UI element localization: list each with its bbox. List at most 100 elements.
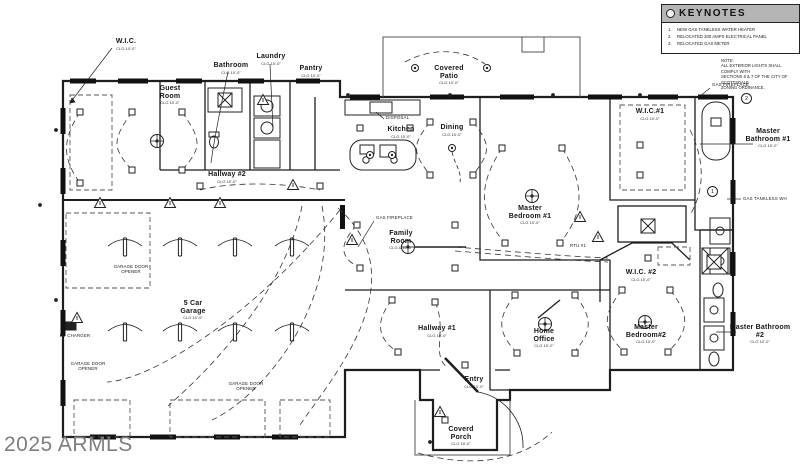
ceiling-note: CLG 10'-0" — [217, 178, 237, 184]
patio-porch-outline — [382, 36, 581, 456]
annotation-disposal: DISPOSAL — [386, 115, 410, 120]
room-name: Laundry — [256, 53, 286, 60]
pendant-light-icons — [366, 64, 491, 183]
keynote-number: 3. — [668, 40, 672, 46]
room-name: Covered Patio — [434, 65, 464, 80]
ceiling-note: CLG 10'-0" — [464, 383, 484, 389]
room-name: Master Bathroom #2 — [729, 324, 791, 339]
note-line: SECTIONS 6 & 7 OF THE CITY OF SCOTTSDALE — [721, 74, 788, 85]
ceiling-note: CLG 10'-0" — [427, 332, 447, 338]
wiring-arcs — [66, 51, 702, 462]
smoke-detector-icons — [71, 94, 604, 417]
ceiling-note: CLG 10'-0" — [631, 276, 651, 282]
kitchen-fixtures — [344, 99, 421, 171]
recessed-light-icons — [76, 108, 674, 424]
room-name: 5 Car Garage — [180, 300, 206, 315]
room-label-wic: W.I.C.CLG 10'-0" — [106, 38, 146, 51]
exterior-lights-note: NOTE: ALL EXTERIOR LIGHTS SHALL COMPLY W… — [721, 58, 799, 91]
ceiling-fan-icons — [150, 134, 652, 331]
keynote-text: NEW GAS TANKLESS WATER HEATER — [677, 27, 756, 32]
annotation-gas-tankless-wh: GAS TANKLESS WH — [743, 196, 787, 201]
room-name: Hallway #1 — [418, 325, 456, 332]
ceiling-note: CLG 10'-0" — [640, 115, 660, 121]
room-name: W.I.C.#1 — [635, 108, 665, 115]
dashed-partitions — [65, 94, 691, 438]
ceiling-note: CLG 10'-0" — [221, 69, 241, 75]
ceiling-note: CLG 10'-0" — [758, 143, 778, 149]
ceiling-note: CLG 10'-0" — [750, 339, 770, 345]
room-name: Coverd Porch — [448, 426, 474, 441]
room-name: Dining — [440, 124, 464, 131]
ceiling-note: CLG 10'-0" — [520, 220, 540, 226]
ceiling-note: CLG 10'-0" — [391, 133, 411, 139]
room-name: Home Office — [533, 328, 555, 343]
ceiling-note: CLG 10'-0" — [160, 100, 180, 106]
keynotes-header: KEYNOTES — [662, 5, 799, 23]
armls-watermark: 2025 ARMLS — [4, 433, 133, 456]
keynote-number: 2. — [668, 33, 672, 39]
note-label: NOTE: — [721, 58, 734, 63]
annotation-rtu-1: RTU #1 — [570, 243, 586, 248]
ceiling-note: CLG 10'-0" — [261, 60, 281, 66]
room-name: Master Bedroom#2 — [625, 324, 667, 339]
room-name: Master Bathroom #1 — [745, 128, 791, 143]
room-name: Bathroom — [213, 62, 249, 69]
keynotes-title: KEYNOTES — [679, 8, 747, 19]
keynote-item: 1. NEW GAS TANKLESS WATER HEATER — [668, 27, 794, 34]
keynote-item: 2. RELOCATED 200 AMPS ELECTRICAL PANEL — [668, 34, 794, 41]
annotation-garage-door-opener-2: GARAGE DOOR OPENER — [70, 361, 106, 372]
room-name: Family Room — [389, 230, 413, 245]
annotation-garage-door-opener-3: GARAGE DOOR OPENER — [228, 381, 264, 392]
keynote-bullet-icon — [666, 9, 675, 18]
keynote-text: RELOCATED 200 AMPS ELECTRICAL PANEL — [677, 33, 767, 39]
ceiling-note: CLG 10'-0" — [116, 45, 136, 51]
ceiling-note: CLG 10'-0" — [636, 339, 656, 345]
annotation-garage-door-opener-1: GARAGE DOOR OPENER — [113, 264, 149, 275]
keynote-marker-1: 1 — [707, 186, 718, 197]
annotation-gas-fireplace-family: GAS FIREPLACE — [376, 215, 413, 220]
ceiling-note: CLG 10'-0" — [439, 80, 459, 86]
label-leader-lines — [69, 47, 753, 333]
room-name: Pantry — [299, 65, 323, 72]
room-name: Guest Room — [159, 85, 181, 100]
annotation-gas-fireplace-master: GAS FIREPLACE — [712, 82, 749, 87]
room-name: W.I.C. #2 — [625, 269, 657, 276]
note-line: ZONING ORDINANCE. — [721, 85, 765, 91]
room-name: W.I.C. — [115, 38, 137, 45]
ceiling-note: CLG & 10'-0" — [389, 245, 413, 251]
keynote-text: RELOCATED GAS METER — [677, 40, 730, 46]
ceiling-note: CLG 10'-0" — [183, 315, 203, 321]
keynote-marker-2: 2 — [741, 93, 752, 104]
ceiling-note: CLG 10'-0" — [301, 72, 321, 78]
note-line: ALL EXTERIOR LIGHTS SHALL COMPLY WITH — [721, 63, 782, 74]
ceiling-note: CLG 10'-0" — [442, 131, 462, 137]
ceiling-note: CLG 10'-0" — [534, 343, 554, 349]
keynote-item: 3. RELOCATED GAS METER — [668, 41, 794, 48]
room-name: Master Bedroom #1 — [508, 205, 552, 220]
keynotes-list: 1. NEW GAS TANKLESS WATER HEATER 2. RELOCA… — [662, 23, 799, 53]
annotation-ev-charger: EV CHARGER — [59, 333, 91, 338]
keynote-number: 1. — [668, 27, 672, 32]
